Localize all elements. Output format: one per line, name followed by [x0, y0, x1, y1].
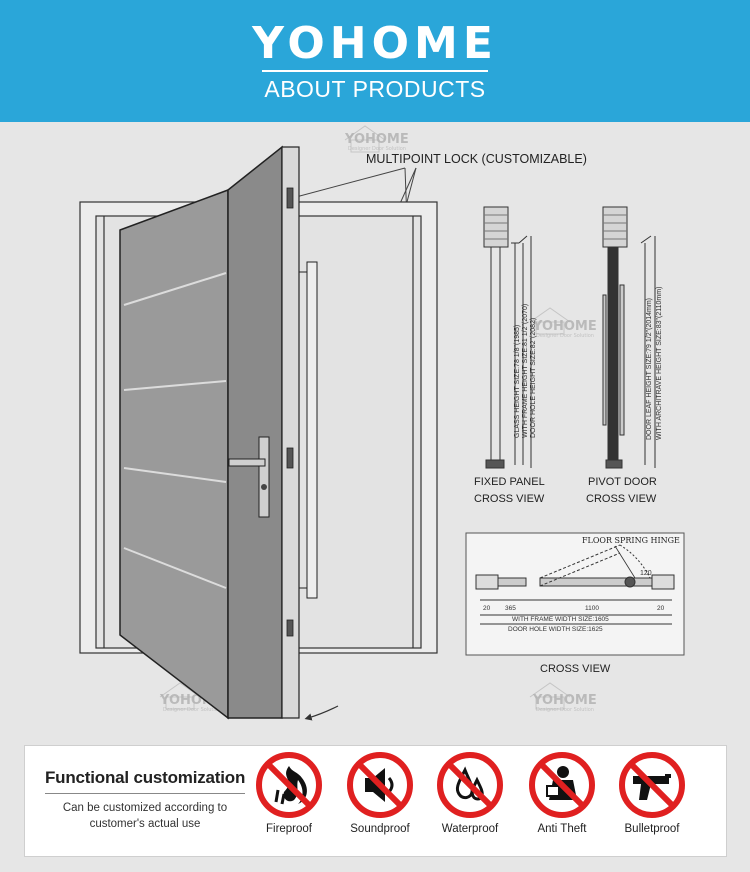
feature-label: Anti Theft: [537, 823, 587, 835]
feature-anti-theft: Anti Theft: [522, 750, 602, 835]
watermark-tagline: Designer Door Solution: [536, 333, 594, 339]
door-technical-diagram: YOHOME YOHOME YOHOME YOHOME YOHOME YOHOM…: [79, 125, 685, 721]
gun-icon: [619, 752, 685, 818]
pivot-door-cross-label: CROSS VIEW: [586, 493, 657, 505]
watermark-brand: YOHOME: [532, 693, 597, 708]
plan-dim-fixed: 365: [505, 605, 516, 612]
plan-cross-view-label: CROSS VIEW: [540, 663, 611, 675]
speaker-icon: [347, 752, 413, 818]
lever-handle-plate: [258, 436, 270, 518]
plan-dim-left: 20: [483, 605, 491, 612]
plan-dim-hole: DOOR HOLE WIDTH SIZE:1625: [508, 626, 603, 633]
door-leaf: [119, 145, 318, 720]
fixed-dim-hole: DOOR HOLE HEIGHT SIZE:82"(2082): [530, 318, 537, 438]
watermark-tagline: Designer Door Solution: [348, 146, 406, 152]
features-divider: [45, 793, 245, 794]
features-panel: Functional customization Can be customiz…: [24, 745, 727, 857]
pivot-door-cross-view: [602, 206, 656, 469]
multipoint-lock-label: MULTIPOINT LOCK (CUSTOMIZABLE): [366, 152, 587, 166]
feature-bulletproof: Bulletproof: [612, 750, 692, 835]
feature-waterproof: Waterproof: [430, 750, 510, 835]
watermark-tagline: Designer Door Solution: [163, 707, 221, 713]
feature-label: Soundproof: [350, 823, 410, 835]
feature-fireproof: Fireproof: [249, 750, 329, 835]
fixed-dim-glass: GLASS HEIGHT SIZE:78 1/8"(1985): [514, 325, 521, 438]
feature-soundproof: Soundproof: [340, 750, 420, 835]
feature-label: Fireproof: [265, 823, 313, 835]
pivot-dim-leaf: DOOR LEAF HEIGHT SIZE:79 1/2"(2014mm): [646, 298, 653, 440]
floor-spring-hinge-label: FLOOR SPRING HINGE: [582, 536, 680, 545]
plan-cross-view: FLOOR SPRING HINGE 120 20 365 1100 WITH …: [465, 532, 685, 656]
watermark-brand: YOHOME: [344, 132, 409, 147]
lever-handle: [228, 458, 266, 467]
feature-label: Waterproof: [441, 823, 499, 835]
watermark-tagline: Designer Door Solution: [536, 707, 594, 713]
watermark-group: [159, 125, 571, 710]
features-description: Can be customized according to customer'…: [62, 802, 228, 830]
thief-icon: [529, 752, 595, 818]
pivot-dim-architrave: WITH ARCHITRAVE HEIGHT SIZE:83"(2110mm): [656, 287, 663, 440]
fixed-panel-cross-view: [483, 206, 532, 469]
plan-dim-frame: WITH FRAME WIDTH SIZE:1605: [512, 616, 609, 623]
page-subtitle: ABOUT PRODUCTS: [264, 76, 486, 102]
fixed-dim-frame: WITH FRAME HEIGHT SIZE:81 1/2"(2070): [522, 304, 529, 438]
fire-icon: [256, 752, 322, 818]
plan-angle: 120: [640, 570, 652, 577]
water-drop-icon: [437, 752, 503, 818]
plan-dim-leaf: 1100: [585, 605, 599, 612]
pull-handle-bar: [306, 261, 318, 599]
header-banner: YOHOME ABOUT PRODUCTS: [0, 0, 750, 122]
brand-underline: [262, 70, 488, 72]
fixed-panel-cross-label: CROSS VIEW: [474, 493, 545, 505]
features-title: Functional customization: [45, 768, 246, 787]
feature-label: Bulletproof: [624, 823, 680, 835]
pivot-door-label: PIVOT DOOR: [588, 476, 657, 488]
watermark-brand: YOHOME: [532, 319, 597, 334]
fixed-panel-label: FIXED PANEL: [474, 476, 545, 488]
plan-dim-right: 20: [657, 605, 665, 612]
brand-logo: YOHOME: [252, 18, 498, 69]
